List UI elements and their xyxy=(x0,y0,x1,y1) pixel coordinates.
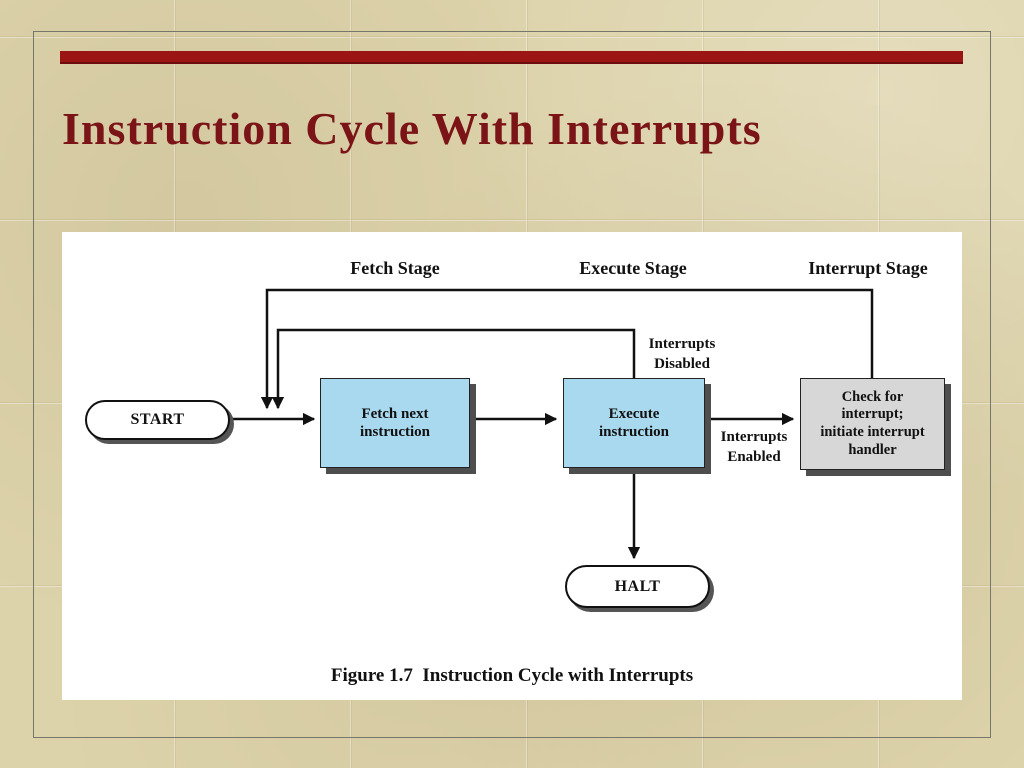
figure-panel: Fetch Stage Execute Stage Interrupt Stag… xyxy=(62,232,962,700)
start-node: START xyxy=(85,400,230,440)
edge-label-interrupts-disabled: Interrupts Disabled xyxy=(648,336,716,372)
fetch-instruction-box: Fetch next instruction xyxy=(320,378,470,468)
feedback-check-to-fetch xyxy=(260,288,874,410)
flow-connectors xyxy=(230,288,874,560)
figure-caption: Figure 1.7 Instruction Cycle with Interr… xyxy=(330,665,694,686)
slide-title: Instruction Cycle With Interrupts xyxy=(62,103,762,154)
stage-label-interrupt: Interrupt Stage xyxy=(808,258,928,278)
stage-label-execute: Execute Stage xyxy=(579,258,687,278)
stage-label-fetch: Fetch Stage xyxy=(350,258,440,278)
halt-node: HALT xyxy=(565,565,710,608)
title-accent-bar xyxy=(60,51,963,64)
check-interrupt-box: Check for interrupt; initiate interrupt … xyxy=(800,378,945,470)
edge-label-interrupts-enabled: Interrupts Enabled xyxy=(720,429,788,465)
feedback-interrupts-disabled xyxy=(271,328,636,410)
execute-instruction-box: Execute instruction xyxy=(563,378,705,468)
